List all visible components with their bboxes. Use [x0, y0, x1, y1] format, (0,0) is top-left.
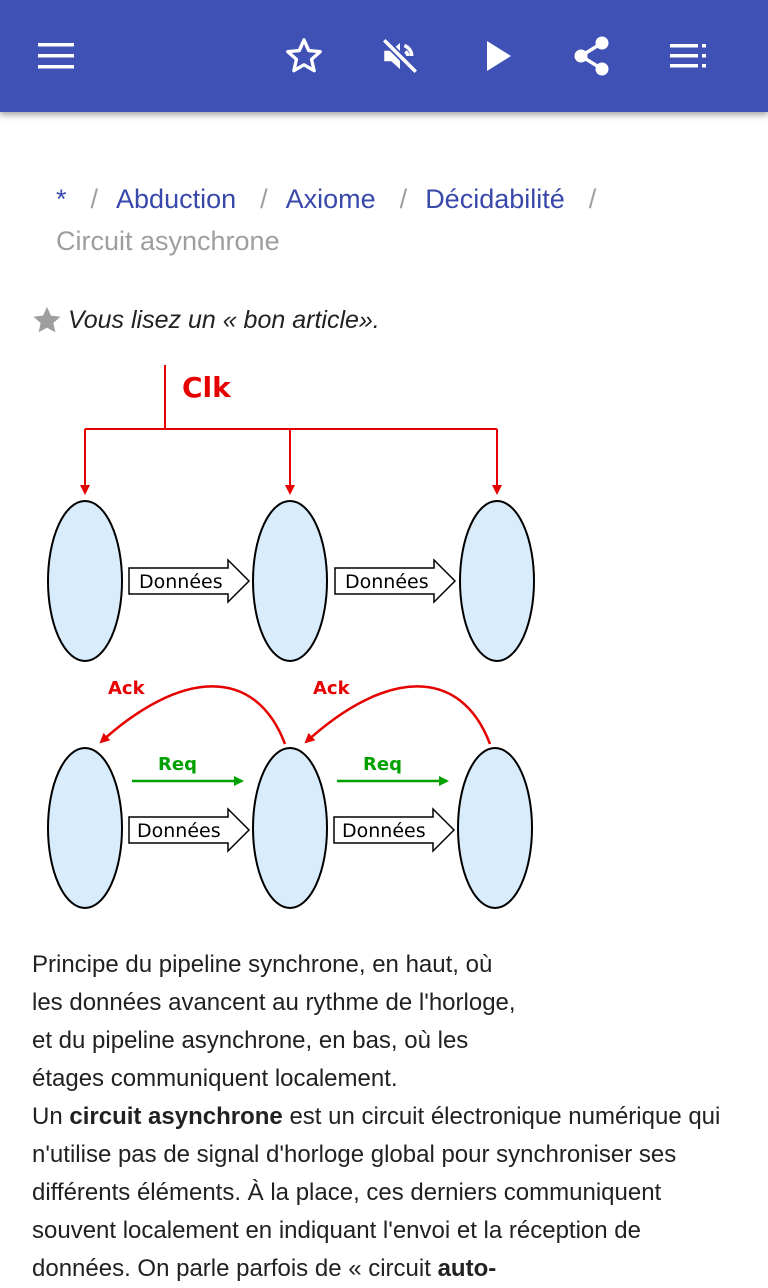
article-term: circuit asynchrone — [69, 1103, 283, 1130]
breadcrumb-separator: / — [588, 184, 597, 214]
ack-label: Ack — [313, 678, 351, 699]
ack-arrow — [304, 685, 492, 745]
data-label: Données — [137, 820, 221, 842]
req-label: Req — [363, 754, 402, 775]
breadcrumb-separator: / — [399, 184, 408, 214]
breadcrumb: * / Abduction / Axiome / Décidabilité / Circuit… — [56, 178, 736, 262]
data-arrow — [334, 558, 457, 604]
sync-pipeline: Données Données — [47, 500, 535, 662]
caption-line: les données avancent au rythme de l'horl… — [32, 989, 516, 1016]
data-arrow — [333, 807, 456, 853]
clk-label: Clk — [182, 371, 232, 404]
star-outline-icon — [286, 38, 322, 73]
caption-line: Principe du pipeline synchrone, en haut,… — [32, 951, 493, 978]
async-stage — [252, 747, 328, 909]
pipeline-diagram: Clk Données Données Ack Ack Req Req Donn… — [47, 365, 535, 909]
list-icon — [670, 44, 706, 68]
clock-tree: Clk — [80, 365, 502, 495]
article-paragraph: Un circuit asynchrone est un circuit éle… — [32, 1098, 742, 1288]
app-bar — [0, 0, 768, 112]
favorite-button[interactable] — [276, 28, 332, 84]
star-icon — [33, 306, 61, 333]
article-term: auto- — [437, 1255, 497, 1282]
breadcrumb-current: Circuit asynchrone — [56, 226, 280, 256]
sync-stage — [459, 500, 535, 662]
data-arrow — [128, 807, 251, 853]
breadcrumb-separator: / — [260, 184, 268, 214]
menu-button[interactable] — [28, 28, 84, 84]
mute-button[interactable] — [372, 28, 428, 84]
req-label: Req — [158, 754, 197, 775]
data-arrow — [128, 558, 251, 604]
caption-line: étages communiquent localement. — [32, 1065, 398, 1092]
contents-button[interactable] — [660, 28, 716, 84]
breadcrumb-separator: / — [90, 184, 99, 214]
good-article-text: Vous lisez un « bon article». — [68, 305, 380, 334]
breadcrumb-item-root[interactable]: * — [56, 184, 67, 214]
paragraph-text: est un circuit électronique numérique qu… — [32, 1103, 721, 1282]
play-icon — [487, 41, 511, 71]
sync-stage — [47, 500, 123, 662]
sync-stage — [252, 500, 328, 662]
caption-line: et du pipeline asynchrone, en bas, où le… — [32, 1027, 469, 1054]
share-button[interactable] — [564, 28, 620, 84]
play-button[interactable] — [470, 28, 526, 84]
breadcrumb-item-axiome[interactable]: Axiome — [285, 184, 376, 214]
good-article-notice: Vous lisez un « bon article». — [32, 298, 380, 342]
data-label: Données — [342, 820, 426, 842]
async-stage — [47, 747, 123, 909]
volume-off-icon — [381, 37, 419, 75]
data-label: Données — [345, 571, 429, 593]
async-pipeline: Ack Ack Req Req Données Données — [47, 678, 533, 909]
data-label: Données — [139, 571, 223, 593]
paragraph-text: Un — [32, 1103, 70, 1130]
menu-icon — [38, 43, 74, 69]
breadcrumb-item-decidabilite[interactable]: Décidabilité — [425, 184, 565, 214]
async-stage — [457, 747, 533, 909]
ack-label: Ack — [108, 678, 146, 699]
ack-arrow — [99, 685, 287, 745]
figure-caption: Principe du pipeline synchrone, en haut,… — [32, 946, 562, 1098]
share-icon — [574, 36, 609, 76]
breadcrumb-item-abduction[interactable]: Abduction — [116, 184, 237, 214]
